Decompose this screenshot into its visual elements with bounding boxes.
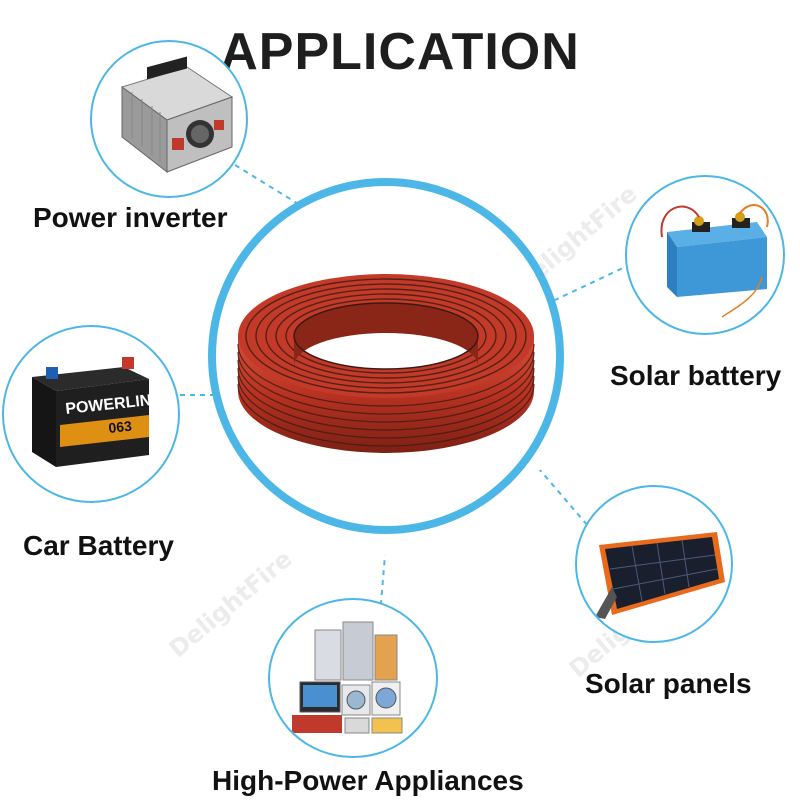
solar-panel-icon [595,532,725,619]
car-battery-icon: POWERLINE 063 [32,357,163,467]
car-battery-circle: POWERLINE 063 [2,325,180,503]
power-inverter-icon [120,56,234,174]
solar-battery-label: Solar battery [610,360,782,391]
home-appliances-icon [292,621,403,734]
power-inverter-circle [90,40,248,198]
power-inverter-label: Power inverter [33,202,228,233]
appliances-circle [268,598,438,758]
solar-panels-label: Solar panels [585,668,752,699]
solar-battery-circle [625,175,785,335]
car-battery-model: 063 [108,418,133,436]
cable-coil-icon [237,274,535,453]
page-title: APPLICATION [220,23,580,81]
appliances-label: High-Power Appliances [212,765,524,796]
solar-battery-icon [660,204,769,318]
cable-coil-circle [208,178,564,534]
car-battery-label: Car Battery [23,530,174,561]
solar-panels-circle [575,485,733,643]
connector-power-inverter [234,164,301,206]
